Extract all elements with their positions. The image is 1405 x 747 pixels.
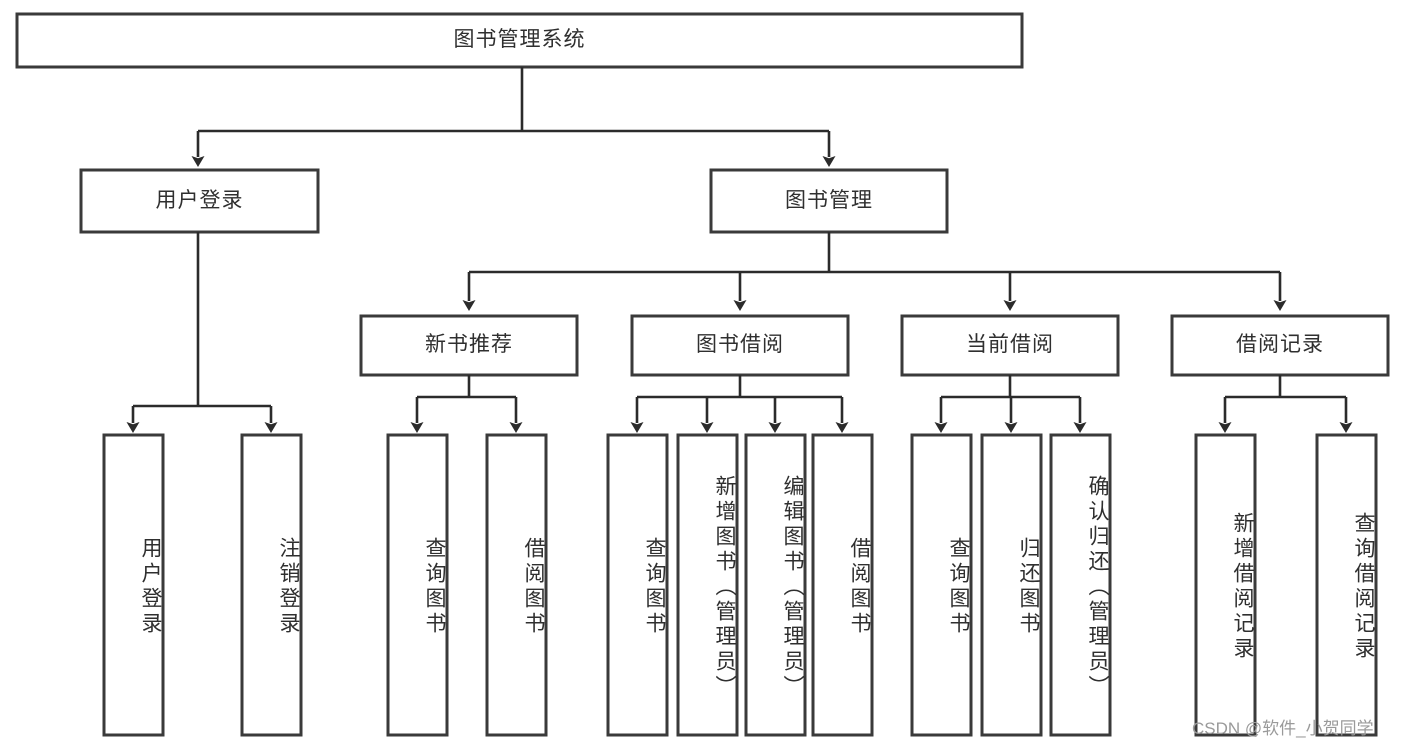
node-box-leaf-edit-book[interactable] <box>744 433 807 737</box>
label-leaf-query-record: 查询借阅记录 <box>1352 512 1375 662</box>
node-box-new-book-recommend[interactable] <box>359 314 579 377</box>
label-leaf-confirm-return: 确认归还（管理员） <box>1086 474 1109 700</box>
node-box-leaf-user-login[interactable] <box>102 433 165 737</box>
label-current-borrow: 当前借阅 <box>966 333 1054 357</box>
label-new-book-recommend: 新书推荐 <box>425 333 513 357</box>
node-box-leaf-add-record[interactable] <box>1194 433 1257 737</box>
label-leaf-borrow-book-2: 借阅图书 <box>848 537 871 637</box>
node-box-root[interactable] <box>15 12 1024 69</box>
node-box-leaf-add-book[interactable] <box>676 433 739 737</box>
label-book-borrow: 图书借阅 <box>696 333 784 357</box>
label-leaf-borrow-book-1: 借阅图书 <box>522 537 545 637</box>
label-leaf-return-book: 归还图书 <box>1017 537 1040 637</box>
label-book-management: 图书管理 <box>785 188 873 212</box>
label-leaf-add-book: 新增图书（管理员） <box>713 474 736 700</box>
watermark-text: CSDN @软件_小贺同学 <box>1192 719 1374 738</box>
label-leaf-query-book-2: 查询图书 <box>643 537 666 637</box>
node-box-book-borrow[interactable] <box>630 314 850 377</box>
node-box-leaf-query-record[interactable] <box>1315 433 1378 737</box>
label-borrow-record: 借阅记录 <box>1236 333 1324 357</box>
node-box-leaf-query-book-2[interactable] <box>606 433 669 737</box>
node-box-current-borrow[interactable] <box>900 314 1120 377</box>
node-box-leaf-borrow-book-1[interactable] <box>485 433 548 737</box>
node-box-leaf-query-book-3[interactable] <box>910 433 973 737</box>
label-leaf-query-book-1: 查询图书 <box>423 537 446 637</box>
node-box-leaf-borrow-book-2[interactable] <box>811 433 874 737</box>
label-user-login: 用户登录 <box>155 188 244 212</box>
node-box-book-management[interactable] <box>709 168 949 234</box>
node-box-leaf-logout-login[interactable] <box>240 433 303 737</box>
label-leaf-user-login: 用户登录 <box>139 537 162 637</box>
label-leaf-query-book-3: 查询图书 <box>947 537 970 637</box>
label-leaf-logout-login: 注销登录 <box>277 537 300 637</box>
node-box-leaf-query-book-1[interactable] <box>386 433 449 737</box>
label-leaf-add-record: 新增借阅记录 <box>1231 512 1254 662</box>
label-leaf-edit-book: 编辑图书（管理员） <box>781 474 804 700</box>
label-root: 图书管理系统 <box>453 28 586 52</box>
node-box-user-login[interactable] <box>79 168 320 234</box>
node-box-borrow-record[interactable] <box>1170 314 1390 377</box>
node-box-leaf-confirm-return[interactable] <box>1049 433 1112 737</box>
node-box-leaf-return-book[interactable] <box>980 433 1043 737</box>
